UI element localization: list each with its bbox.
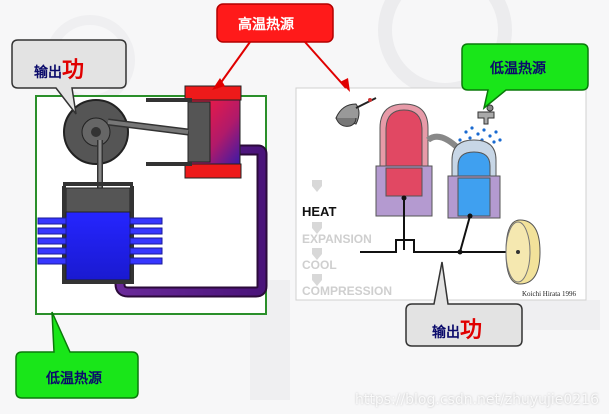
cycle-step-cool: COOL bbox=[302, 258, 337, 272]
high-temp-callout-box bbox=[216, 3, 334, 43]
cycle-arrows bbox=[312, 180, 322, 286]
low-temp-left-callout bbox=[15, 311, 139, 399]
low-temp-source-right-label: 低温热源 bbox=[490, 61, 546, 77]
credit-text: Koichi Hirata 1996 bbox=[522, 290, 577, 298]
output-work-right-callout bbox=[405, 261, 523, 347]
watermark-text: https://blog.csdn.net/zhuyujie0216 bbox=[354, 392, 599, 408]
output-work-right-prefix: 输出 bbox=[432, 325, 460, 341]
water-drops-icon bbox=[458, 126, 502, 144]
flywheel-disk-icon bbox=[505, 219, 541, 285]
output-work-left-emphasis: 功 bbox=[62, 58, 85, 83]
cycle-step-compression: COMPRESSION bbox=[302, 284, 393, 298]
output-work-right-emphasis: 功 bbox=[460, 318, 483, 343]
crankshaft bbox=[360, 239, 520, 253]
burner-icon bbox=[335, 97, 377, 127]
high-temp-source-label: 高温热源 bbox=[238, 17, 294, 33]
cycle-step-heat: HEAT bbox=[302, 204, 337, 219]
alpha-hot-piston bbox=[385, 167, 423, 197]
alpha-cold-piston bbox=[457, 177, 491, 217]
low-temp-source-left-label: 低温热源 bbox=[46, 371, 102, 387]
cycle-step-expansion: EXPANSION bbox=[302, 232, 372, 246]
output-work-right-label: 输出功 bbox=[432, 312, 482, 344]
faucet-icon bbox=[477, 104, 495, 125]
cooling-fins-right bbox=[129, 217, 163, 265]
cold-cylinder bbox=[65, 211, 131, 281]
cooling-fins-left bbox=[37, 217, 67, 265]
output-work-left-callout bbox=[11, 39, 127, 115]
low-temp-right-callout bbox=[461, 43, 589, 110]
output-work-left-label: 输出功 bbox=[34, 52, 84, 84]
output-work-left-prefix: 输出 bbox=[34, 65, 62, 81]
